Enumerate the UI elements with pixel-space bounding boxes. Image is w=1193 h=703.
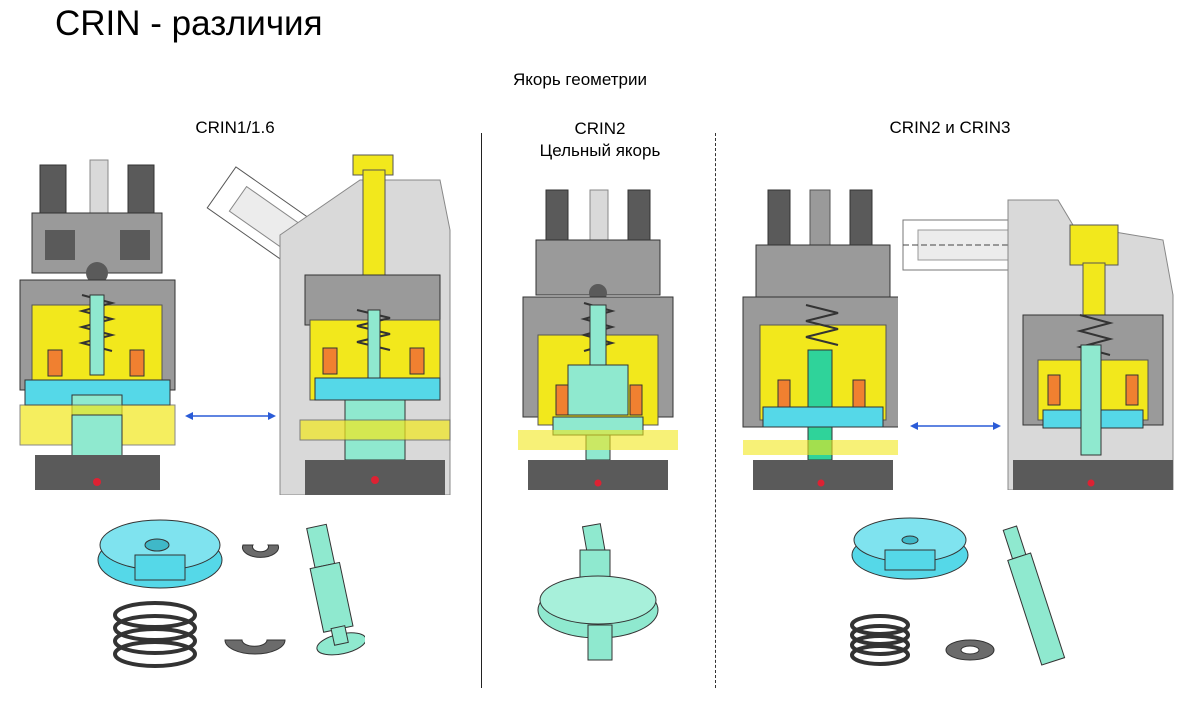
column-label-crin1: CRIN1/1.6 [135,117,335,139]
page-subtitle: Якорь геометрии [513,70,647,89]
comparison-arrow-crin3 [910,422,1001,430]
crin3-injector-section-straight [738,185,908,490]
column-divider-solid [481,133,482,688]
column-label-crin1-text: CRIN1/1.6 [195,118,275,137]
crin3-parts-exploded [850,517,1066,666]
column-label-crin2: CRIN2 Цельный якорь [500,118,700,162]
column-label-crin3-text: CRIN2 и CRIN3 [889,118,1011,137]
column-divider-dashed [715,133,716,688]
column-label-crin2-line1: CRIN2 [574,119,626,138]
page-title: CRIN - различия [55,4,323,43]
comparison-arrow-crin1 [185,412,276,420]
crin1-injector-section-angled [185,150,460,495]
armature-plate-part-crin3 [851,517,969,580]
column-label-crin2-line2: Цельный якорь [539,141,661,160]
armature-plate-part [97,519,223,589]
crin2-one-piece-armature-part [537,523,659,661]
crin2-injector-section [518,185,678,490]
crin3-injector-section-angled [898,185,1178,490]
crin1-injector-section-straight [10,155,185,495]
crin1-parts-exploded [97,519,365,668]
column-label-crin3: CRIN2 и CRIN3 [850,117,1050,139]
